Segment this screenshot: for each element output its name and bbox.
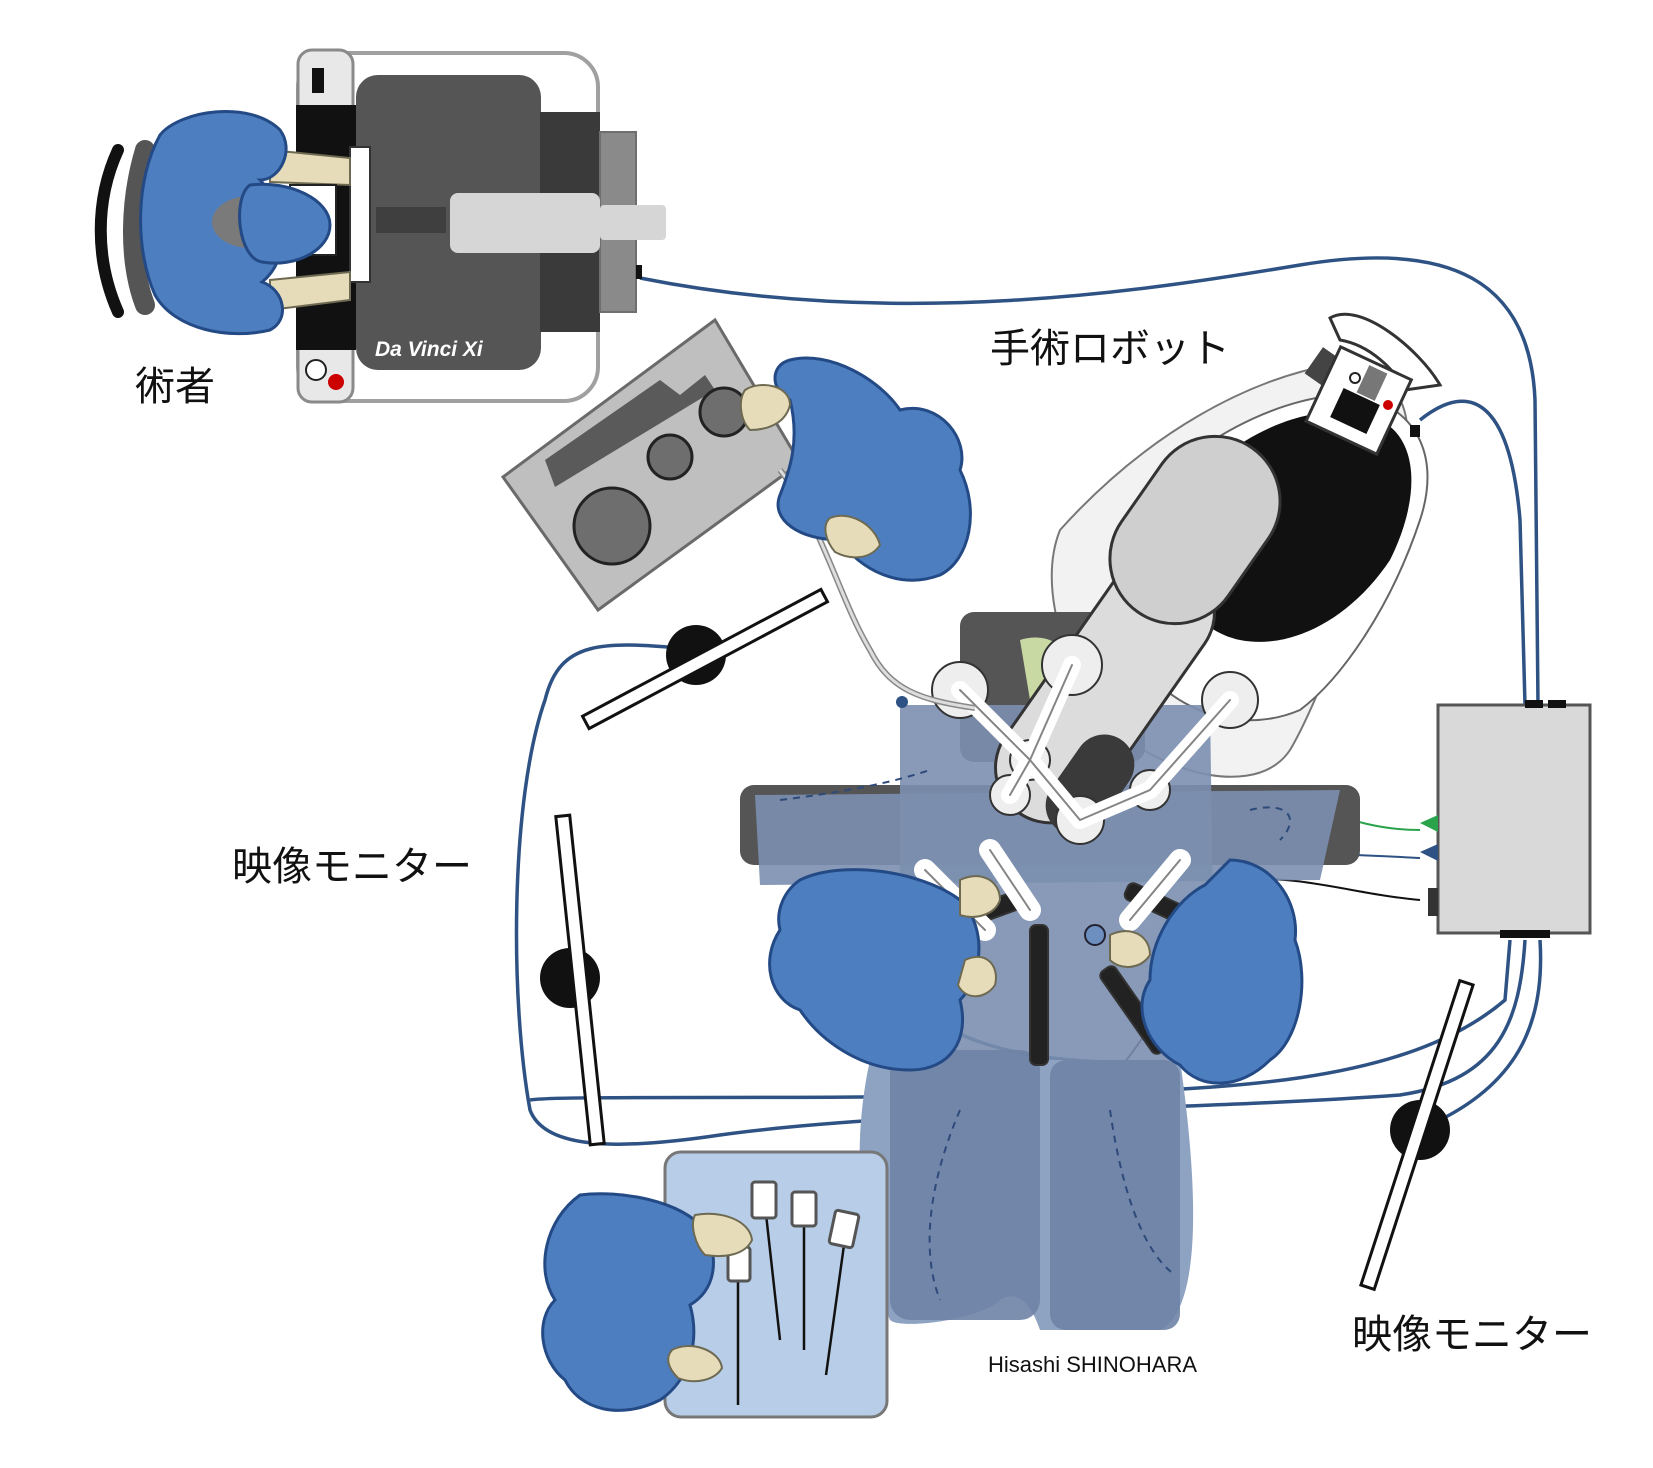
patient-side-control-box [500, 317, 976, 711]
monitor-left [540, 813, 606, 1147]
surgeon-label: 術者 [135, 364, 215, 410]
robot-label: 手術ロボット [990, 326, 1230, 372]
bedside-staff-right [1109, 858, 1304, 1085]
surgeon-figure [94, 110, 351, 336]
monitor-right [1359, 978, 1475, 1292]
scrub-nurse-figure [541, 1192, 754, 1412]
monitor-left-label: 映像モニター [232, 844, 472, 890]
assistant-figure [739, 356, 972, 582]
console-brand-label: Da Vinci Xi [375, 338, 484, 361]
surgeon-console: Da Vinci Xi [296, 48, 666, 404]
bedside-staff-left [768, 868, 1002, 1072]
vision-tower [1420, 700, 1592, 938]
monitor-top [580, 587, 830, 731]
author-credit: Hisashi SHINOHARA [988, 1352, 1197, 1377]
monitor-right-label: 映像モニター [1352, 1312, 1592, 1358]
